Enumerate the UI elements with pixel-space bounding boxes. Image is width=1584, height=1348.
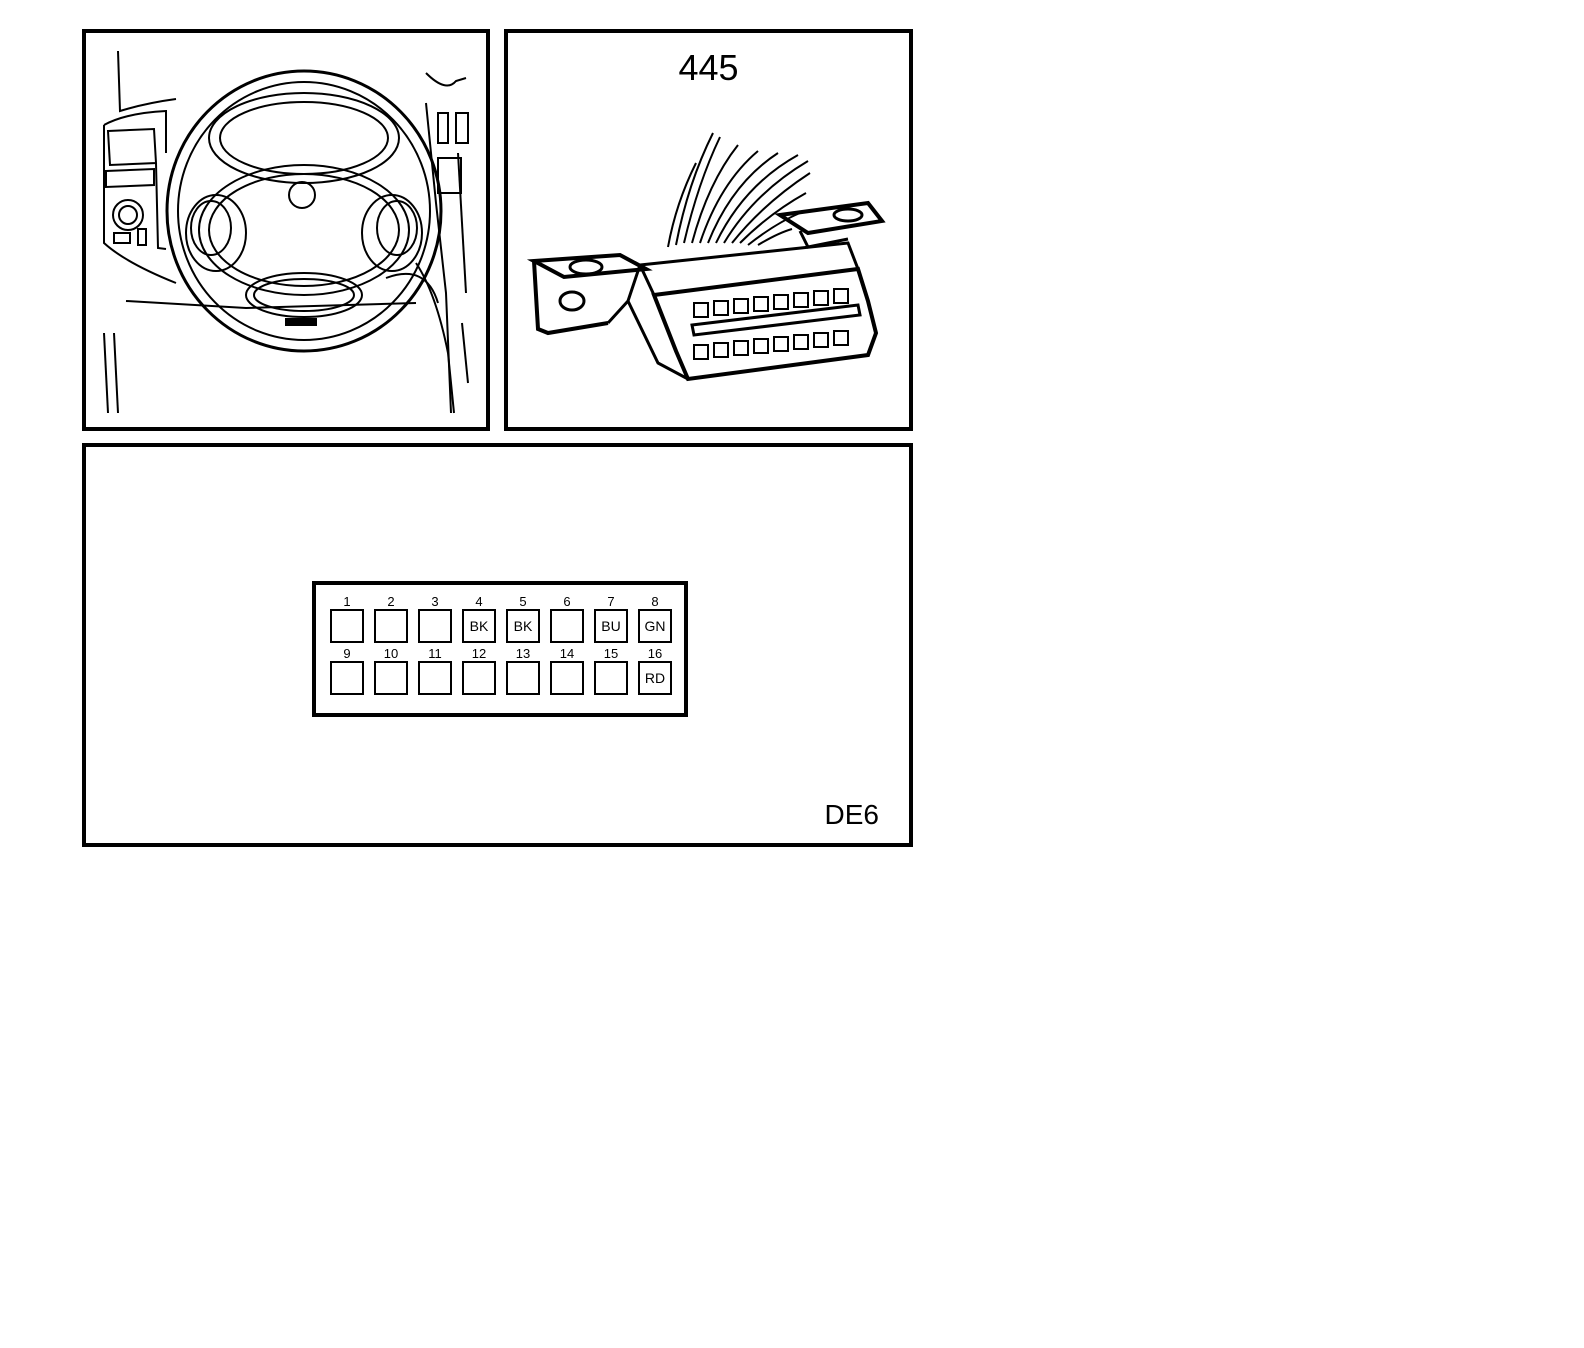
pin-2 xyxy=(374,609,408,643)
pin-16: RD xyxy=(638,661,672,695)
pin-number: 15 xyxy=(603,646,619,661)
pin-7: BU xyxy=(594,609,628,643)
pin-number: 16 xyxy=(647,646,663,661)
pin-number: 13 xyxy=(515,646,531,661)
pin-number: 6 xyxy=(563,594,571,609)
pin-number: 4 xyxy=(475,594,483,609)
pin-number: 3 xyxy=(431,594,439,609)
pin-number: 7 xyxy=(607,594,615,609)
pin-number: 5 xyxy=(519,594,527,609)
pin-5: BK xyxy=(506,609,540,643)
pin-11 xyxy=(418,661,452,695)
obd-connector-illustration xyxy=(526,132,886,382)
pin-number: 2 xyxy=(387,594,395,609)
dashboard-location-panel xyxy=(82,29,490,431)
pin-13 xyxy=(506,661,540,695)
pin-15 xyxy=(594,661,628,695)
pin-number: 1 xyxy=(343,594,351,609)
pin-1 xyxy=(330,609,364,643)
pin-10 xyxy=(374,661,408,695)
pin-6 xyxy=(550,609,584,643)
pin-number: 9 xyxy=(343,646,351,661)
pin-number: 14 xyxy=(559,646,575,661)
connector-number: 445 xyxy=(678,47,739,88)
pin-number: 10 xyxy=(383,646,399,661)
pin-number: 12 xyxy=(471,646,487,661)
pin-number: 11 xyxy=(428,646,442,661)
pin-8: GN xyxy=(638,609,672,643)
pin-9 xyxy=(330,661,364,695)
pin-3 xyxy=(418,609,452,643)
pin-14 xyxy=(550,661,584,695)
pin-number: 8 xyxy=(651,594,659,609)
pin-12 xyxy=(462,661,496,695)
connector-illustration-panel: 445 xyxy=(504,29,913,431)
steering-wheel-illustration xyxy=(103,50,469,414)
diagram-code: DE6 xyxy=(824,799,879,830)
pin-4: BK xyxy=(462,609,496,643)
